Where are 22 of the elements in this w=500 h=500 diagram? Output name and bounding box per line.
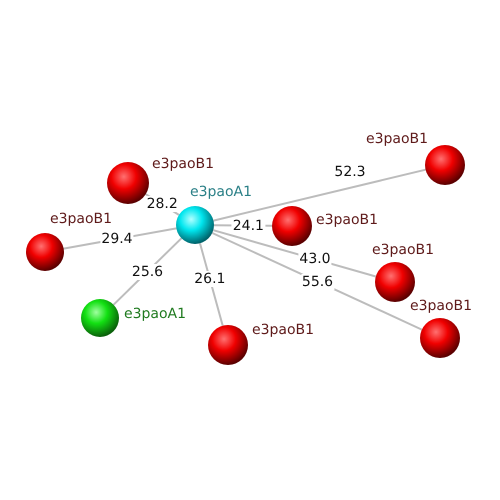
sphere <box>272 206 312 246</box>
sphere <box>420 318 460 358</box>
sphere <box>176 206 214 244</box>
sphere <box>425 145 465 185</box>
sphere <box>208 325 248 365</box>
node-label: e3paoB1 <box>366 131 428 147</box>
edge-label: 55.6 <box>300 274 334 290</box>
sphere <box>81 299 119 337</box>
node-label: e3paoB1 <box>252 322 314 338</box>
node-label: e3paoB1 <box>152 156 214 172</box>
connector-line <box>213 168 426 222</box>
node-label: e3paoB1 <box>410 298 472 314</box>
sphere <box>26 233 64 271</box>
node-label: e3paoB1 <box>316 212 378 228</box>
node-label: e3paoB1 <box>372 242 434 258</box>
edge-label: 43.0 <box>298 251 332 268</box>
node-label: e3paoB1 <box>50 211 112 227</box>
edge-label: 25.6 <box>130 264 164 280</box>
sphere <box>107 162 149 204</box>
node-label: e3paoA1 <box>190 184 252 200</box>
edge-label: 26.1 <box>193 271 226 287</box>
node-label: e3paoA1 <box>124 306 186 322</box>
